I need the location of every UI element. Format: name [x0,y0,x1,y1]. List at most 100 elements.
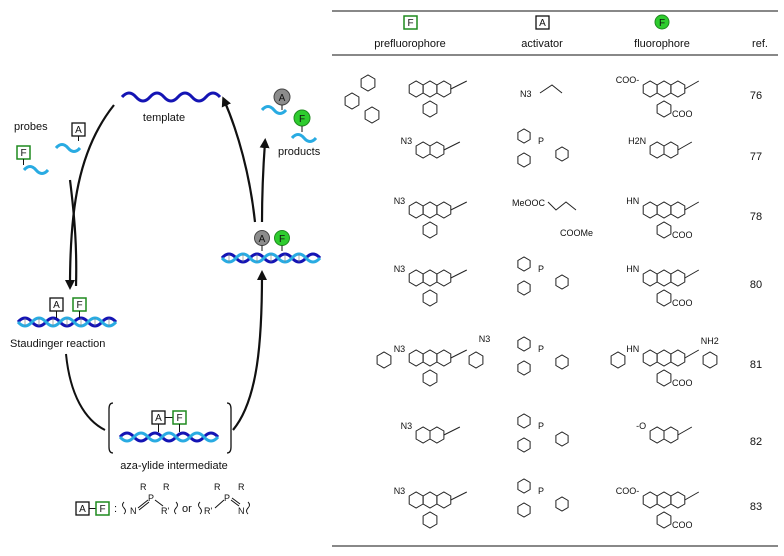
flu-ring-1 [656,201,672,219]
flu-ring-1 [663,141,679,159]
pre-spiro-ring [422,289,438,307]
fluorophore-amine-label: HN [626,264,639,274]
pre-ring-2 [436,201,452,219]
released-products: A F [260,88,318,143]
activator-phenyl-ring-b [517,502,531,518]
flu-ring-2 [670,201,686,219]
pre-ring-0 [408,201,424,219]
pre-benzo-ring-right [468,351,484,369]
aza-ylide-complex: A F [108,402,232,454]
activator-phosphorus-label: P [538,344,544,354]
released-activator-letter: A [279,93,286,104]
intermediate-activator-letter: A [155,413,162,424]
template-strand [120,91,222,103]
fluorophore-structure: H2N [628,136,693,159]
flu-ring-0 [642,269,658,287]
fluorophore-amine-label: H2N [628,136,646,146]
flu-pendant-ring [656,100,672,118]
flu-pendant-ring [656,511,672,529]
header-fluorophore-circle-icon [654,14,670,30]
fluorophore-carboxylate-label: COO [672,109,693,119]
legend-wavy-4 [246,501,250,515]
ref-number: 83 [750,501,762,513]
pre-ring-1 [429,426,445,444]
probe-activator: A [54,122,86,153]
legend-rprime-1: R' [161,506,169,516]
pre-ring-2 [436,491,452,509]
prefluorophore-structure: N3 [401,136,461,159]
prefluorophore-structure: N3 [394,196,468,239]
header-fluorophore: fluorophore [634,38,690,50]
legend-r-2b: R [238,482,245,492]
arrow-probes-merge [68,179,78,287]
fluorophore-carboxylate-label: COO [672,230,693,240]
product-fluorophore-letter: F [279,234,285,245]
activator-phenyl-ring-a [517,478,531,494]
probe-table: F A F prefluorophore activator fluoropho… [332,10,778,547]
bracket-right [226,402,232,454]
header-ref: ref. [752,38,768,50]
pre-ring-2 [436,80,452,98]
pre-ring-1 [422,269,438,287]
ref-number: 81 [750,359,762,371]
pre-phenyl-ring-a [344,92,360,110]
fluorophore-carboxylate-label: COO [672,298,693,308]
ref-number: 82 [750,436,762,448]
reaction-cycle: template probes A F A [10,88,322,516]
flu-pendant-ring [656,289,672,307]
pre-ring-0 [408,491,424,509]
flu-ring-1 [656,491,672,509]
fluorophore-amine-label: HN [626,196,639,206]
activator-aryl-ring [555,146,569,162]
legend-colon: : [114,503,117,515]
activator-phosphorus-label: P [538,421,544,431]
legend-wavy-3 [198,501,202,515]
product-activator-letter: A [259,234,266,245]
complex-prefluorophore-letter: F [76,300,82,311]
ref-number: 77 [750,151,762,163]
legend-p-2: P [224,493,230,503]
prefluorophore-structure: N3 [401,421,461,444]
arrow-template-to-duplex [65,104,115,290]
activator-phenyl-ring-a [517,256,531,272]
prefluorophore-structure: N3 [394,486,468,529]
prefluorophore-azide-label: N3 [394,344,406,354]
fluorophore-structure: -O [636,421,693,444]
product-duplex: A F [220,230,322,264]
flu-ring-0 [642,349,658,367]
legend-wavy-2 [174,501,178,515]
fluorophore-amine-label-2: NH2 [701,336,719,346]
flu-ring-0 [642,201,658,219]
activator-phenyl-ring-b [517,437,531,453]
intermediate-probe-strand [118,431,220,443]
arrow-to-product-duplex [232,270,267,431]
product-base-pairs [228,254,300,262]
ternary-complex: A F [16,297,118,328]
pre-spiro-ring [422,100,438,118]
activator-structure: P [517,478,569,518]
probe-strand-a [54,143,82,153]
released-strand-f [290,133,318,143]
activator-phosphorus-label: P [538,136,544,146]
flu-ring-2 [670,349,686,367]
prefluorophore-structure: N3 [394,264,468,307]
products-label: products [278,146,321,158]
pre-phenyl-ring-b [364,106,380,124]
flu-ring-2 [670,269,686,287]
legend-r-2a: R [214,482,221,492]
fluorophore-amine-label: -O [636,421,646,431]
header-activator-letter: A [539,18,546,29]
pre-ring-0 [408,349,424,367]
intermediate-template-strand [118,431,220,443]
ref-number: 76 [750,90,762,102]
prefluorophore-azide-label: N3 [394,486,406,496]
fluorophore-carboxylate-label: COO [672,378,693,388]
prefluorophore-structure [344,74,468,124]
pre-ring-2 [436,349,452,367]
pre-spiro-ring [422,511,438,529]
fluorophore-carboxylate-label: COO [672,520,693,530]
fluorophore-amine-label: COO- [616,75,640,85]
activator-structure: P [517,336,569,376]
